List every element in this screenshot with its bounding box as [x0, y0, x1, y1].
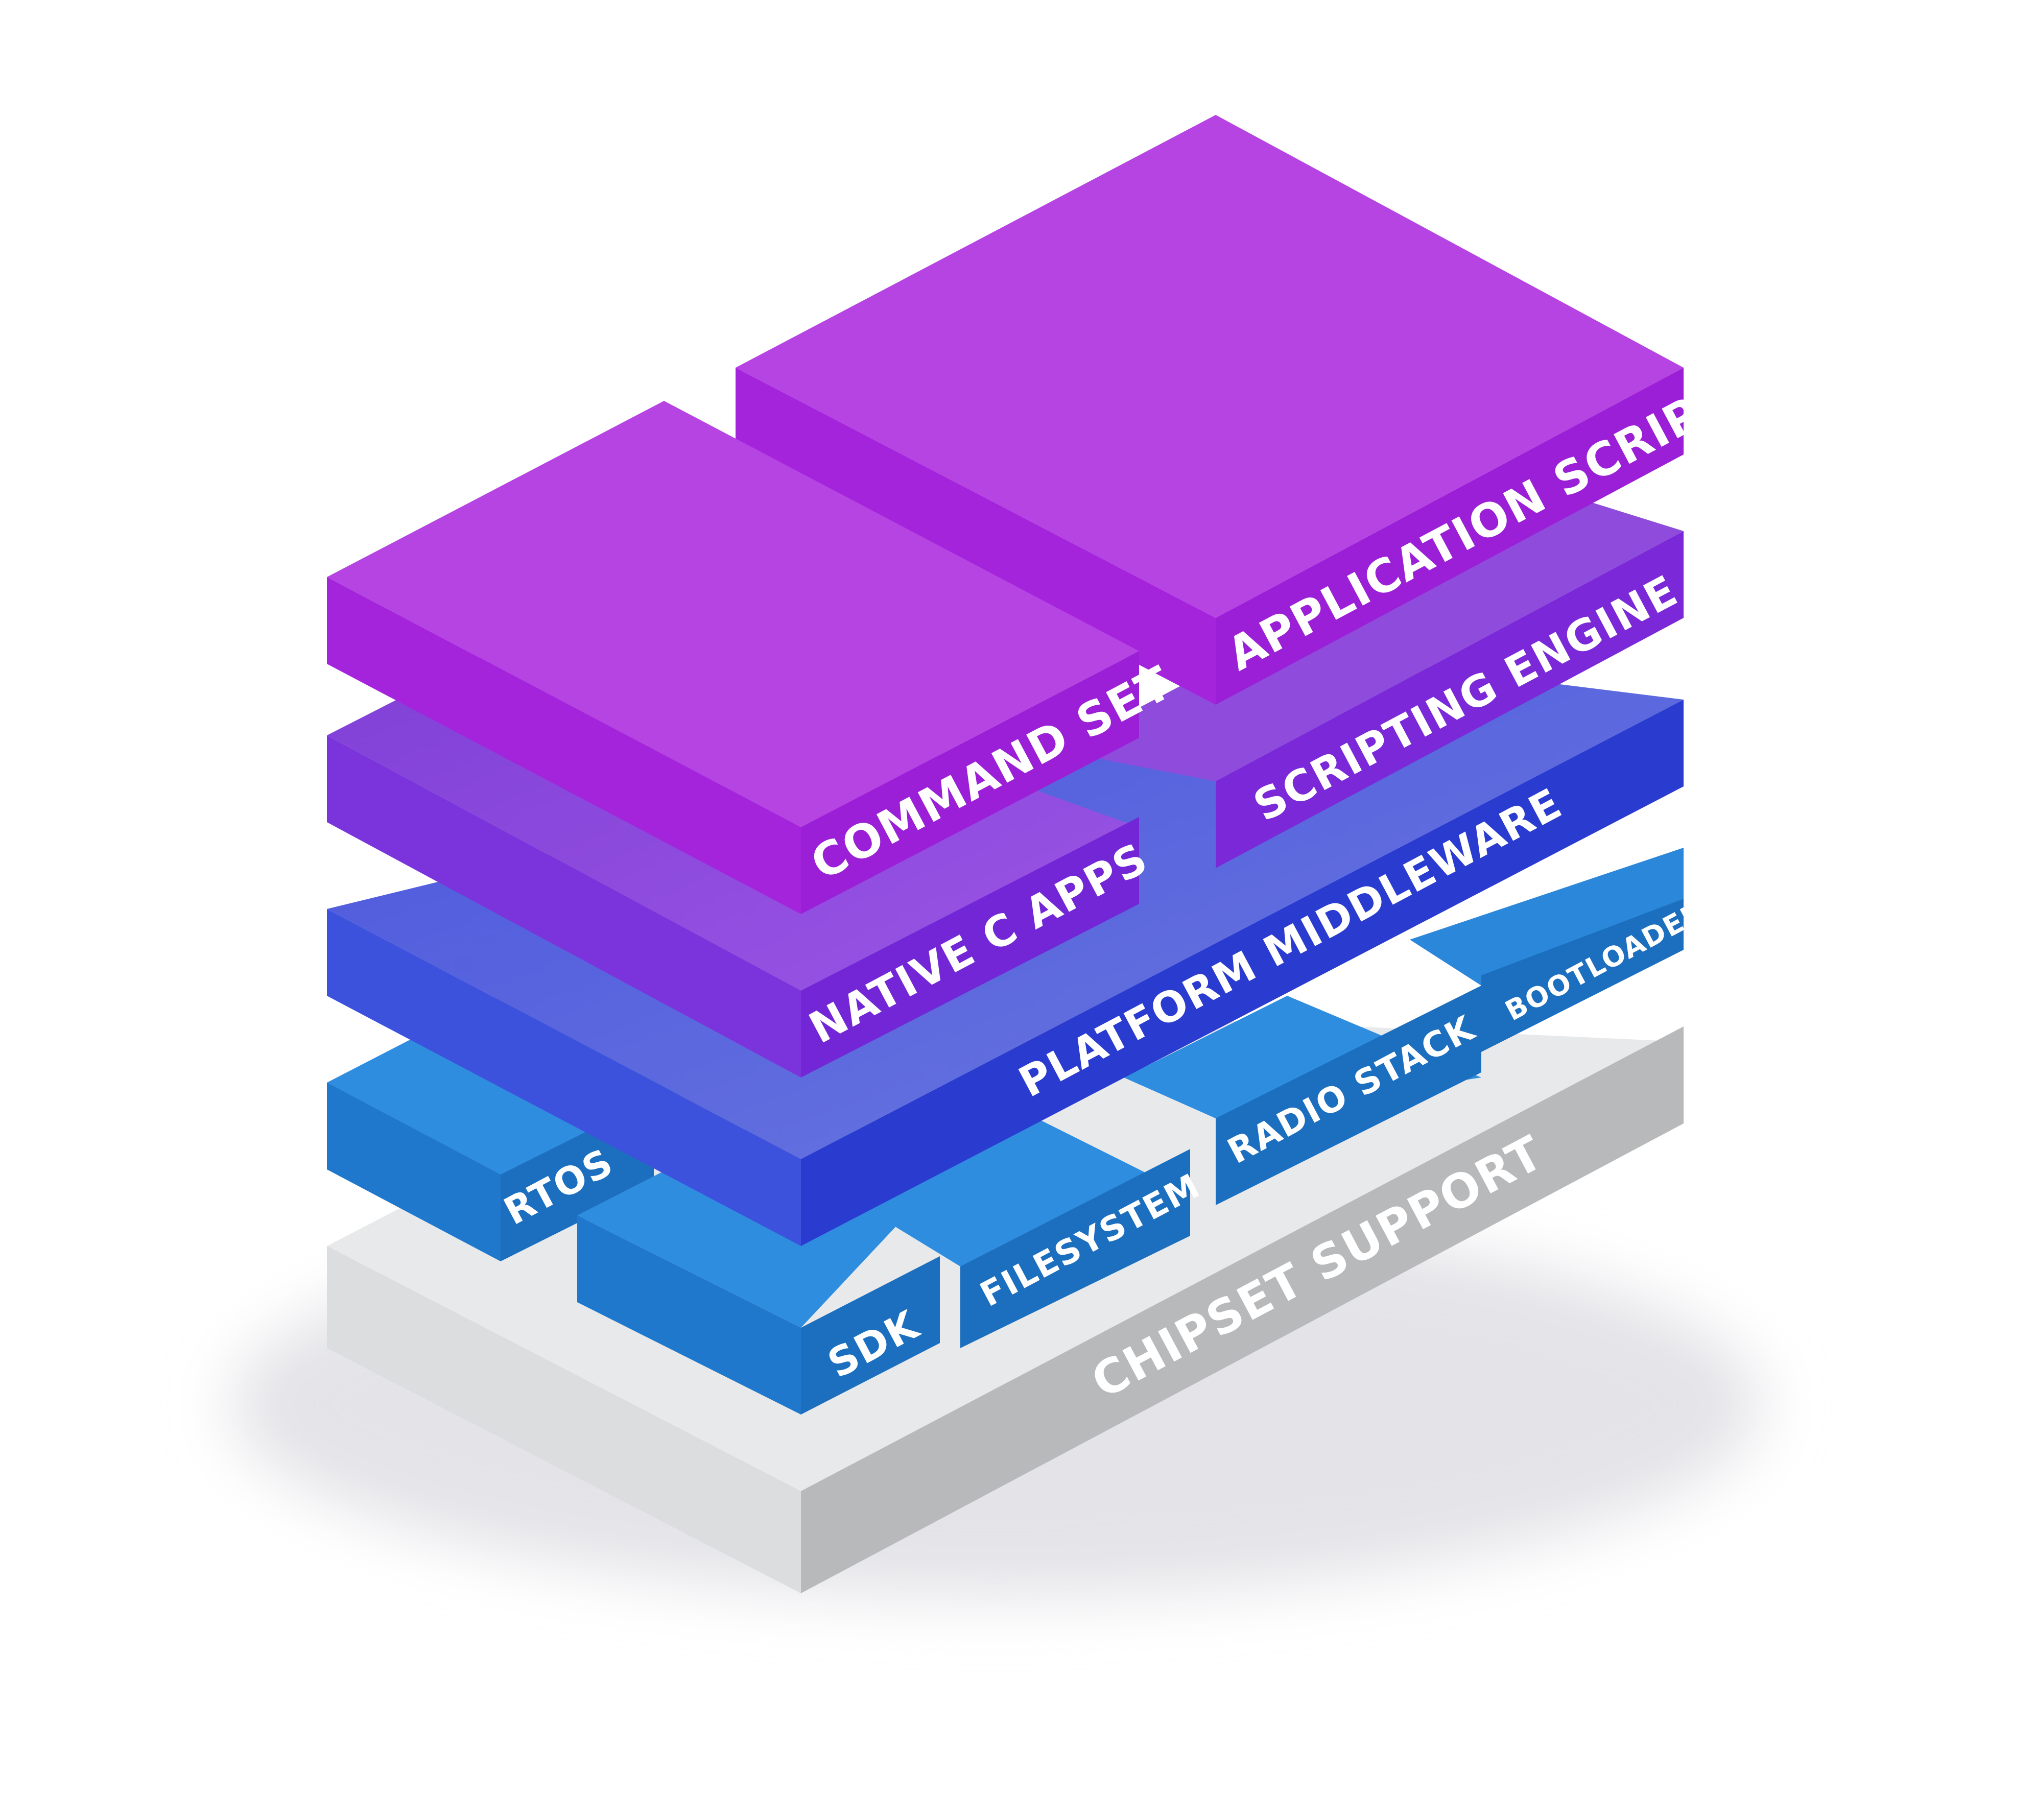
command-set-block: COMMAND SET	[327, 401, 1180, 914]
